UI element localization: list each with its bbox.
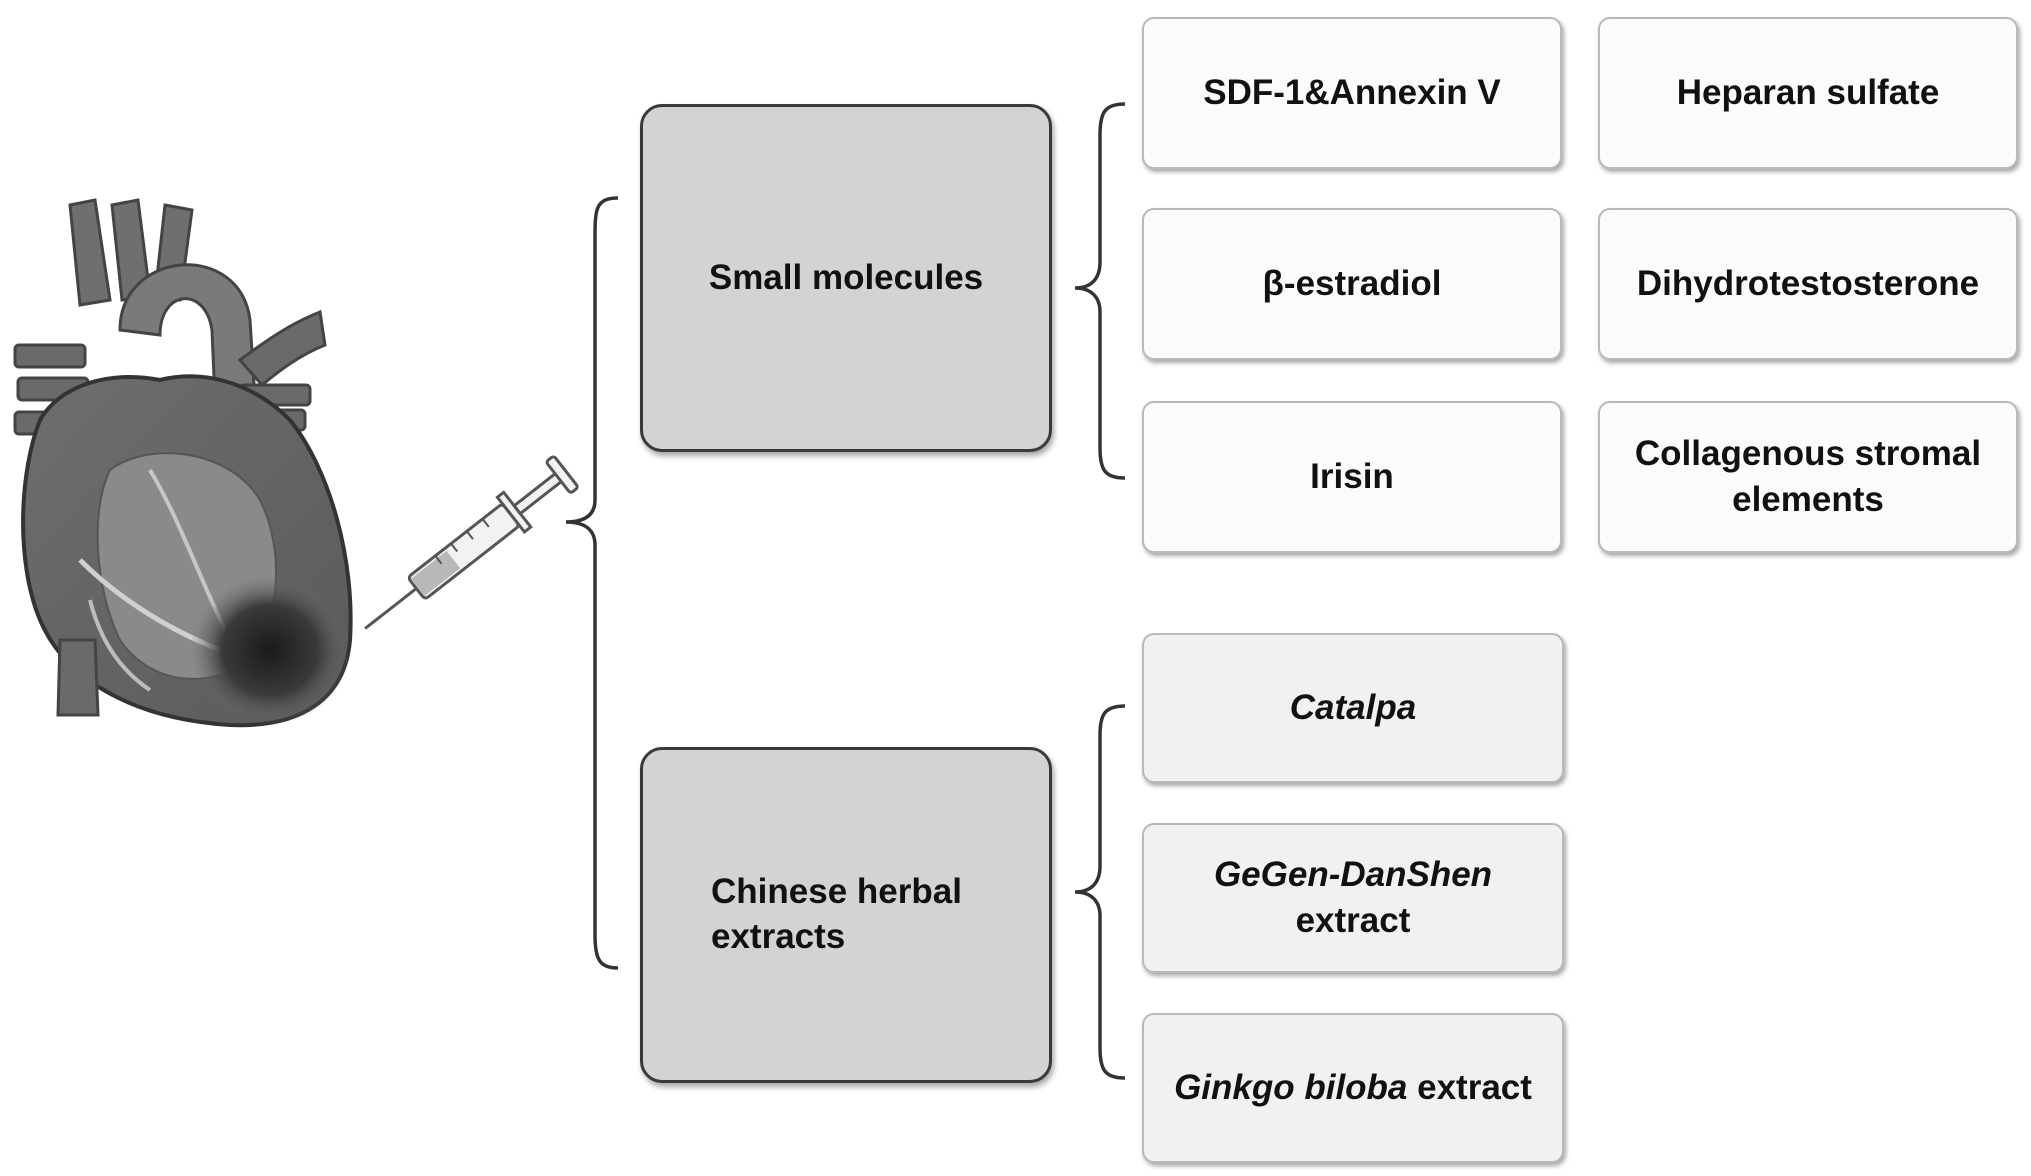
item-irisin: Irisin	[1142, 401, 1562, 553]
item-sdf1-annexin: SDF-1&Annexin V	[1142, 17, 1562, 169]
item-collagenous-line1: Collagenous stromal	[1634, 433, 1982, 473]
item-gegen-rest: extract	[1295, 901, 1411, 940]
item-dihydrotestosterone-text: Dihydrotestosterone	[1636, 263, 1980, 303]
item-collagenous-text: Collagenous stromal elements	[1635, 431, 1981, 523]
item-collagenous-stromal-elements: Collagenous stromal elements	[1598, 401, 2018, 553]
syringe-icon	[364, 455, 579, 630]
item-heparan-sulfate-text: Heparan sulfate	[1676, 72, 1940, 112]
item-gegen-text: GeGen-DanShen extract	[1214, 852, 1492, 944]
item-ginkgo-italic: Ginkgo biloba	[1174, 1067, 1408, 1107]
item-collagenous-line2: elements	[1732, 480, 1884, 519]
small-molecules-box: Small molecules	[640, 104, 1052, 452]
item-ginkgo-biloba-extract: Ginkgo biloba extract	[1142, 1013, 1564, 1163]
item-gegen-italic: GeGen-DanShen	[1213, 854, 1493, 894]
item-beta-estradiol: β-estradiol	[1142, 208, 1562, 360]
item-beta-estradiol-text: β-estradiol	[1262, 263, 1442, 303]
heart-icon	[13, 198, 353, 728]
item-ginkgo-text: Ginkgo biloba extract	[1174, 1065, 1532, 1111]
item-irisin-text: Irisin	[1310, 456, 1394, 496]
chinese-herbal-extracts-box: Chinese herbal extracts	[640, 747, 1052, 1083]
item-gegen-danshen-extract: GeGen-DanShen extract	[1142, 823, 1564, 973]
item-dihydrotestosterone: Dihydrotestosterone	[1598, 208, 2018, 360]
chinese-herbal-line1: Chinese herbal	[711, 872, 962, 912]
item-catalpa: Catalpa	[1142, 633, 1564, 783]
item-ginkgo-rest: extract	[1407, 1067, 1532, 1107]
item-catalpa-text: Catalpa	[1289, 687, 1417, 727]
main-bracket	[565, 196, 619, 970]
chinese-herbal-line2: extracts	[711, 917, 846, 956]
small-molecules-bracket	[1074, 102, 1126, 480]
herbal-bracket	[1074, 704, 1126, 1080]
chinese-herbal-extracts-label: Chinese herbal extracts	[711, 870, 962, 960]
item-sdf1-annexin-text: SDF-1&Annexin V	[1203, 72, 1501, 112]
item-heparan-sulfate: Heparan sulfate	[1598, 17, 2018, 169]
small-molecules-label: Small molecules	[708, 257, 984, 297]
